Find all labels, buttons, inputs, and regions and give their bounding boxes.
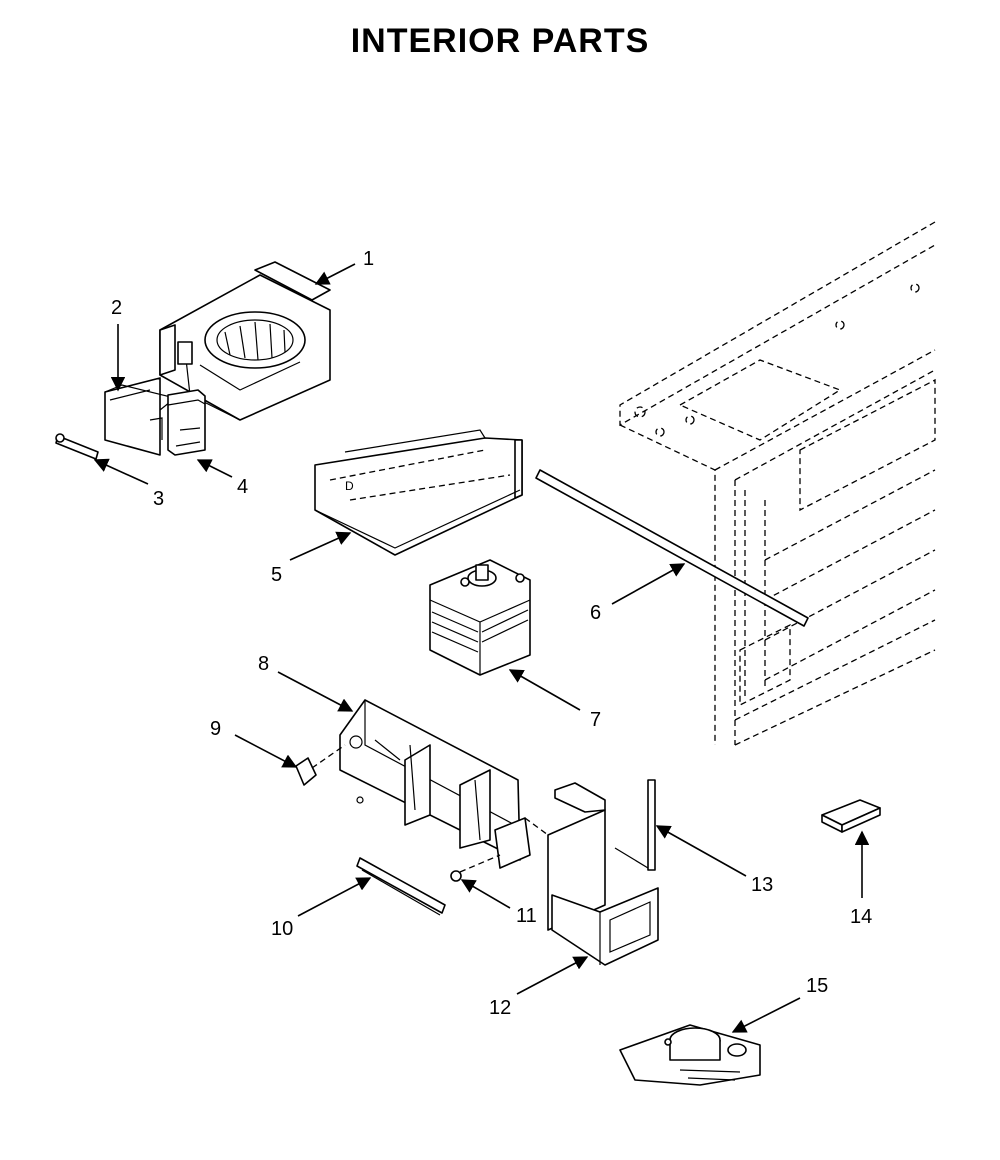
callout-5: 5 [271,564,282,586]
leader-15 [731,997,801,1033]
leader-7 [508,669,581,711]
leader-8 [277,671,354,712]
callout-labels: 1 2 3 4 5 6 7 8 9 10 11 12 13 14 15 [111,248,872,1019]
callout-6: 6 [590,602,601,624]
part-4-block [167,389,206,456]
part-3-pin [55,433,99,460]
leader-9 [234,734,298,768]
leader-lines [93,263,870,1033]
oven-cavity-outline [619,221,936,746]
callout-14: 14 [850,906,872,928]
callout-8: 8 [258,653,269,675]
leader-13 [655,825,747,877]
diagram-title: INTERIOR PARTS [350,22,650,60]
part-13-rail [614,779,656,871]
part-9-clip [295,744,346,786]
part-1-blower-housing [159,261,331,421]
part-6-rod [535,469,809,627]
leader-1 [314,263,356,285]
part-7-magnetron [429,559,531,676]
leader-4 [196,459,233,478]
part-2-bracket [104,377,177,456]
callout-4: 4 [237,476,248,498]
callout-1: 1 [363,248,374,270]
part-8-duct [339,699,531,869]
part-10-strip [356,857,446,916]
leader-10 [297,877,372,917]
leader-11 [460,879,511,909]
leader-12 [516,956,589,995]
part-12-vent-duct [524,782,659,966]
part-14-pad [821,799,881,833]
callout-3: 3 [153,488,164,510]
part-15-motor-base [619,1024,761,1086]
callout-12: 12 [489,997,511,1019]
svg-text:D: D [345,479,354,493]
callout-13: 13 [751,874,773,896]
callout-10: 10 [271,918,293,940]
leader-5 [289,531,352,561]
callout-2: 2 [111,297,122,319]
part-5-plate: D [314,429,523,556]
callout-7: 7 [590,709,601,731]
callout-9: 9 [210,718,221,740]
part-11-screw [450,854,501,882]
leader-6 [611,563,686,605]
callout-15: 15 [806,975,828,997]
leader-3 [93,458,149,485]
callout-11: 11 [516,905,537,927]
